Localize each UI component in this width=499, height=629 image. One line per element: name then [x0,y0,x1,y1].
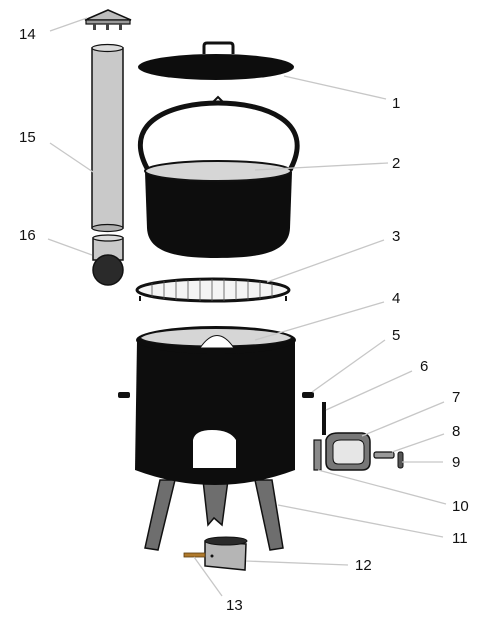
callout-4: 4 [392,290,400,307]
callout-9: 9 [452,454,460,471]
stove-body [118,326,314,485]
chimney-pipe [91,43,124,233]
fire-grate [135,277,291,303]
callout-5: 5 [392,327,400,344]
pot-lid [138,41,294,80]
leader-lines [47,17,447,597]
callout-8: 8 [452,423,460,440]
callout-2: 2 [392,155,400,172]
callout-1: 1 [392,95,400,112]
callout-12: 12 [355,557,372,574]
ash-pan [204,536,248,571]
callout-6: 6 [420,358,428,375]
door-knob [397,451,404,469]
callout-3: 3 [392,228,400,245]
chimney-elbow [92,234,124,286]
chimney-cap [84,9,132,30]
cooking-pot [138,95,300,258]
latch-pin [373,451,395,459]
stove-legs [144,479,284,551]
callout-7: 7 [452,389,460,406]
callout-14: 14 [19,26,36,43]
callout-11: 11 [452,530,468,547]
callout-13: 13 [226,597,243,614]
ash-pan-handle [183,552,206,558]
fire-door [325,432,371,471]
callout-10: 10 [452,498,469,515]
door-bracket [313,439,322,471]
door-hinge-rod [322,402,326,435]
callout-15: 15 [19,129,36,146]
callout-labels: 14 15 16 1 2 3 4 5 6 7 8 9 10 11 12 13 [19,26,469,614]
callout-16: 16 [19,227,36,244]
